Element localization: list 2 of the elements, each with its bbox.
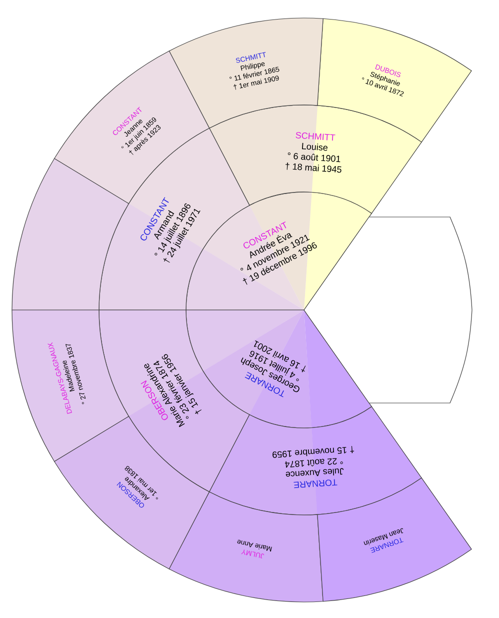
fan-cell: TORNARE Jules Auxence ° 22 août 1874 † 15 novembre 1959	[209, 406, 422, 516]
fan-cell: SCHMITT Louise ° 6 août 1901 † 18 mai 1945	[209, 104, 422, 214]
